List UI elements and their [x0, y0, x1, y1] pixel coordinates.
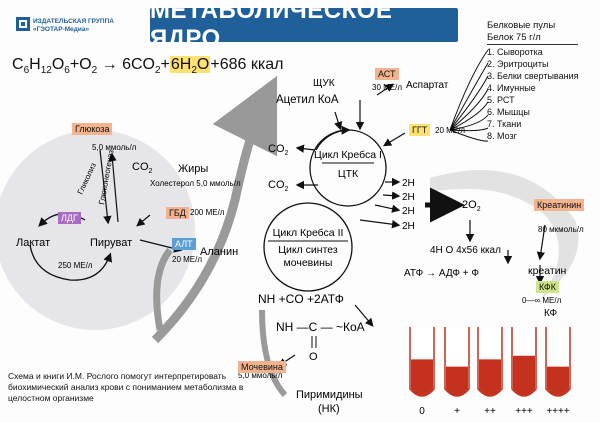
glucose-oxidation-equation: C6H12O6+O2 → 6CO2+6H2O+686 ккал	[12, 56, 284, 77]
tca-label: ЦТК	[338, 168, 359, 180]
protein-pools-subtitle: Белок 75 г/л	[487, 32, 579, 45]
alt-badge: АЛТ	[172, 238, 196, 250]
tube-label: 0	[419, 406, 425, 417]
tube-label: ++++	[546, 406, 570, 417]
protein-pools-title: Белковые пулы	[487, 20, 556, 31]
ast-value: 30 МЕ/л	[372, 83, 402, 92]
pyruvate-label: Пируват	[90, 237, 132, 249]
test-tubes: 0++++++++++	[409, 327, 571, 417]
pool-item: 8. Мозг	[487, 131, 517, 141]
co2-krebs-bottom: CO2	[268, 179, 289, 193]
oxygen-label: 2O2	[462, 199, 481, 213]
oxygen-atom: O	[309, 351, 318, 363]
carbamoyl-label: NH —C — ~КоА	[276, 320, 365, 334]
publisher-logo-icon	[16, 17, 30, 31]
creatine-label: креатин	[528, 265, 567, 277]
creatinine-badge: Креатинин	[534, 199, 585, 211]
atp-chain-label: АТФ → АДФ + Ф	[404, 268, 479, 279]
h2-label: 2H	[402, 221, 415, 232]
alt-value: 20 МЕ/л	[172, 255, 202, 264]
creatinine-value: 80 мкмоль/л	[538, 225, 584, 234]
footnote: Схема и книги И.М. Рослого помогут интер…	[8, 371, 244, 403]
nucleic-acids-label: (НК)	[318, 403, 340, 415]
krebs2-label: Цикл Кребса II	[273, 227, 344, 239]
pyrimidines-label: Пиримидины	[296, 389, 363, 401]
kfk-badge: КФК	[536, 281, 560, 293]
gbd-badge: ГБД	[166, 207, 189, 219]
pool-item: 2. Эритроциты	[487, 59, 549, 69]
water-energy-label: 4H O 4x56 ккал	[430, 245, 501, 256]
acetyl-coa-label: Ацетил КоА	[276, 94, 339, 106]
krebs-cycle-2	[263, 202, 353, 292]
oxaloacetate-label: ЩУК	[313, 78, 335, 89]
gbd-value: 200 МЕ/л	[190, 208, 225, 217]
blood-fill	[547, 366, 569, 396]
blood-fill	[446, 366, 468, 396]
blood-fill	[411, 359, 433, 396]
pool-fan-lines	[449, 49, 489, 142]
tube-label: +	[454, 406, 460, 417]
ggt-value: 20 МЕ/л	[435, 126, 465, 135]
co2-left: CO2	[132, 161, 153, 175]
tube-label: +++	[515, 406, 533, 417]
grey-loop-arrow	[153, 247, 173, 331]
urea-cycle-label: Цикл синтез	[278, 244, 338, 256]
pool-item: 5. РСТ	[487, 95, 515, 105]
glucose-badge: Глюкоза	[72, 123, 113, 135]
ammonia-equation: NH +CO +2АТФ	[258, 292, 344, 306]
cholesterol-label: Холестерол 5,0 ммоль/л	[150, 179, 241, 188]
h2-label: 2H	[402, 192, 415, 203]
publisher-line2: «ГЭОТАР-Медиа»	[33, 26, 90, 33]
glucose-value: 5,0 ммоль/л	[92, 143, 137, 152]
urea-value: 5,0 ммоль/л	[238, 371, 283, 380]
alanine-label: Аланин	[200, 246, 238, 258]
krebs1-label: Цикл Кребса I	[314, 149, 382, 161]
ggt-badge: ГГТ	[409, 124, 431, 136]
ast-badge: АСТ	[375, 68, 399, 80]
publisher-line1: ИЗДАТЕЛЬСКАЯ ГРУППА	[33, 18, 114, 25]
pool-item: 3. Белки свертывания	[487, 71, 579, 81]
glycolysis-area	[0, 130, 195, 330]
urea-badge: Мочевина	[238, 361, 286, 373]
co2-krebs-top: CO2	[268, 143, 289, 157]
pool-item: 6. Мышцы	[487, 107, 530, 117]
pool-item: 1. Сыворотка	[487, 47, 543, 57]
ldg-value: 250 МЕ/л	[58, 261, 93, 270]
h2-label: 2H	[402, 178, 415, 189]
pyruvate-to-acetylcoa-arrow	[151, 75, 278, 344]
protein-pools-list: Белковые пулы Белок 75 г/л 1. Сыворотка …	[487, 20, 579, 142]
lactate-label: Лактат	[16, 237, 50, 249]
pool-item: 7. Ткани	[487, 119, 522, 129]
blood-fill	[513, 355, 535, 396]
publisher-name: ИЗДАТЕЛЬСКАЯ ГРУППА «ГЭОТАР-Медиа»	[33, 18, 114, 34]
kfk-value: 0—∞ МЕ/л	[522, 296, 562, 305]
h2-label: 2H	[402, 206, 415, 217]
blood-fill	[479, 359, 501, 396]
ldg-badge: ЛДГ	[58, 212, 81, 224]
aspartate-label: Аспартат	[406, 80, 449, 91]
urea-cycle-label-2: мочевины	[284, 257, 333, 269]
tube-label: ++	[484, 406, 496, 417]
pool-item: 4. Имунные	[487, 83, 536, 93]
fats-label: Жиры	[178, 163, 208, 175]
kf-label: КФ	[544, 308, 557, 319]
